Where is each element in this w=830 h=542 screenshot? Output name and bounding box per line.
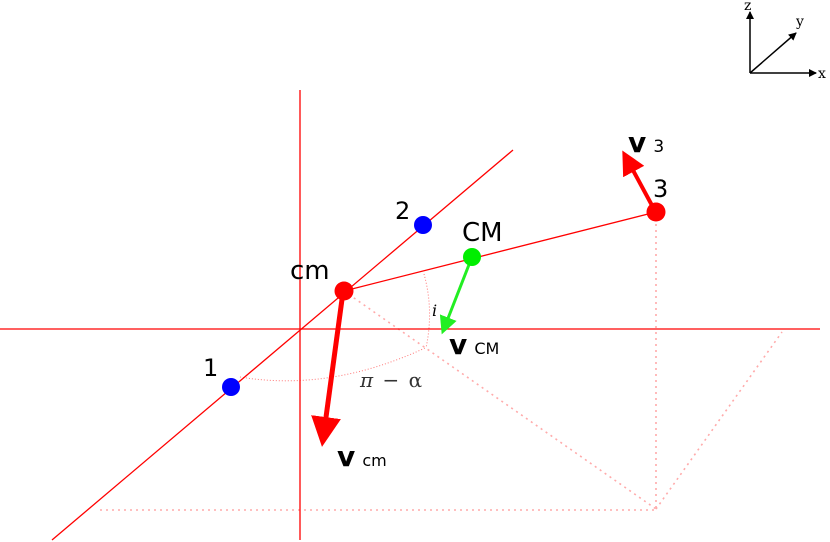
vcm-big-subscript: CM — [474, 339, 499, 358]
vcm-small-arrow — [311, 291, 346, 447]
label-body-1: 1 — [203, 354, 218, 382]
label-body-2: 2 — [395, 197, 410, 225]
label-inclination: i — [432, 301, 437, 320]
alpha-symbol: α — [409, 368, 423, 392]
label-CM: CM — [462, 218, 503, 248]
inner-orbit-line — [51, 149, 514, 541]
v3-subscript: 3 — [653, 137, 664, 157]
vcm-small-symbol: v — [337, 440, 355, 473]
label-v3: v 3 — [628, 126, 664, 159]
angle-arc-i — [423, 273, 431, 349]
v3-arrow — [622, 150, 657, 212]
v3-symbol: v — [628, 126, 646, 159]
vcm-big-arrow — [439, 256, 474, 335]
projection-lines — [100, 212, 783, 511]
vcm-small-subscript: cm — [362, 451, 386, 470]
projection-right-diagonal — [655, 331, 783, 510]
y-axis-label: y — [795, 14, 804, 30]
label-cm: cm — [290, 256, 330, 286]
angle-arcs — [239, 273, 431, 382]
label-body-3: 3 — [653, 175, 668, 203]
vcm-big-symbol: v — [449, 328, 467, 361]
y-axis-line — [749, 32, 797, 74]
axes-triad: z x y — [744, 0, 826, 82]
pi-symbol: π — [359, 368, 374, 392]
label-vcm-big: v CM — [449, 328, 499, 361]
body-1-dot — [222, 378, 240, 396]
label-pi-minus-alpha: π − α — [359, 368, 422, 392]
reference-lines — [0, 90, 820, 541]
outer-orbit-line — [343, 211, 657, 292]
angle-arc-pi-minus-alpha — [239, 347, 426, 382]
x-axis-label: x — [818, 66, 826, 82]
z-axis-label: z — [744, 0, 751, 14]
body-3-dot — [646, 202, 666, 222]
label-vcm-small: v cm — [337, 440, 387, 473]
body-2-dot — [414, 216, 432, 234]
projection-cm-diagonal — [343, 290, 657, 510]
CM-dot — [463, 248, 481, 266]
minus-symbol: − — [383, 368, 400, 392]
cm-dot — [334, 281, 354, 301]
